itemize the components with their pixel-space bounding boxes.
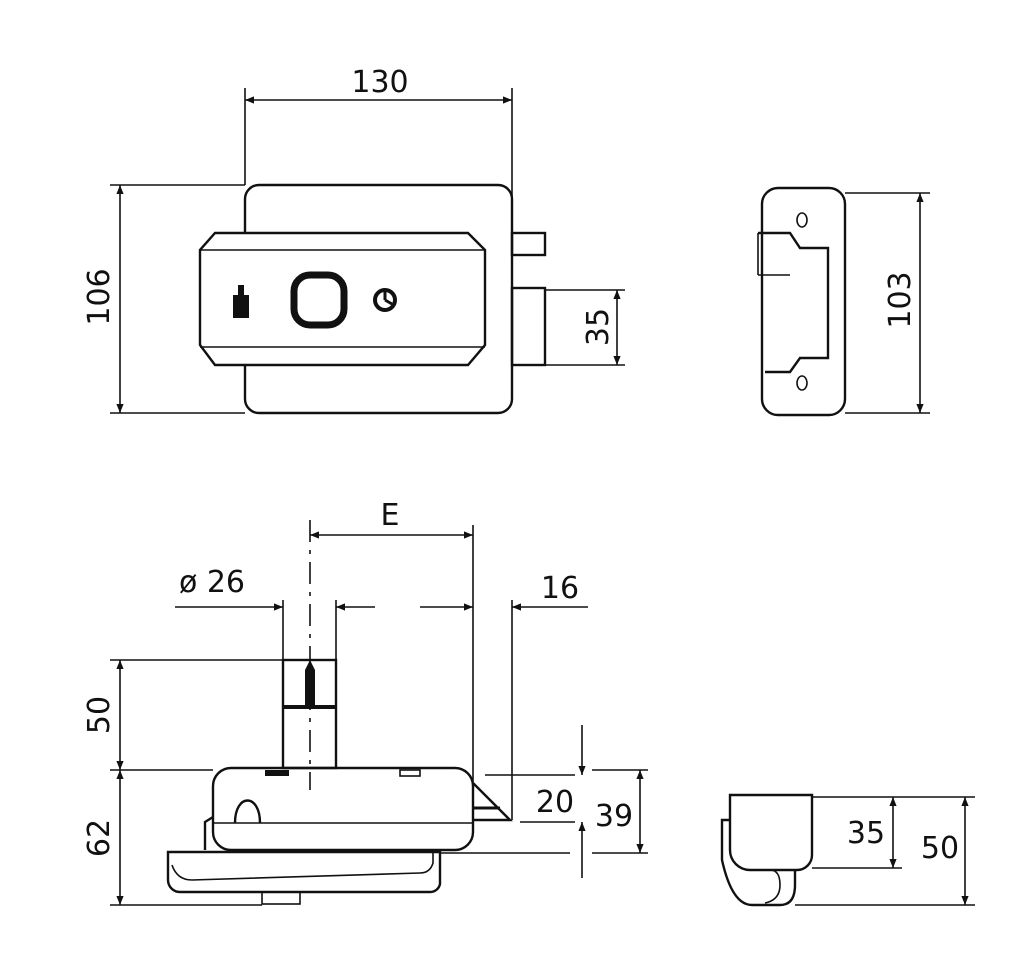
svg-text:ø 26: ø 26	[179, 565, 245, 600]
dim-35-strike: 35	[812, 796, 902, 869]
svg-text:50: 50	[82, 696, 117, 734]
side-view	[757, 186, 847, 417]
key-icon	[233, 285, 249, 318]
indicator-icon	[373, 288, 397, 312]
dim-20: 20	[485, 725, 586, 878]
dim-diameter-26: ø 26	[175, 565, 375, 660]
svg-text:35: 35	[847, 816, 885, 851]
dim-35-latch: 35	[545, 289, 625, 366]
dim-39: 39	[440, 769, 648, 854]
svg-text:16: 16	[541, 571, 579, 606]
svg-text:39: 39	[595, 799, 633, 834]
cylinder-ring	[290, 271, 348, 329]
svg-text:106: 106	[82, 268, 117, 325]
svg-text:50: 50	[921, 831, 959, 866]
svg-text:103: 103	[883, 271, 918, 328]
dim-16: 16	[420, 571, 588, 820]
svg-text:130: 130	[351, 65, 408, 100]
strike-view	[720, 793, 814, 907]
svg-text:20: 20	[536, 785, 574, 820]
dim-106: 106	[82, 184, 245, 414]
dim-E: E	[310, 498, 474, 782]
dim-130: 130	[244, 65, 513, 232]
dim-103: 103	[845, 192, 930, 414]
dim-62: 62	[82, 770, 262, 906]
dim-50-strike: 50	[795, 796, 975, 906]
bottom-view	[166, 520, 513, 905]
svg-text:E: E	[381, 498, 400, 533]
dim-50-cylinder: 50	[82, 659, 310, 771]
front-view	[198, 183, 547, 415]
svg-text:62: 62	[82, 819, 117, 857]
svg-text:35: 35	[581, 308, 616, 346]
